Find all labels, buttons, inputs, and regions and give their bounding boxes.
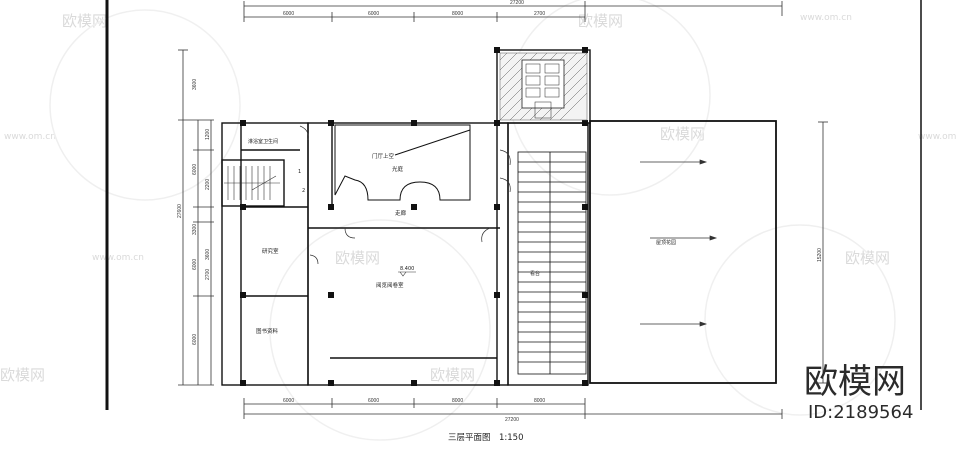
stair-mark-1: 1 xyxy=(298,169,301,175)
dim-bottom-total: 27200 xyxy=(505,417,519,423)
dim-bottom-2: 6000 xyxy=(368,398,379,404)
watermark-logo: 欧模网 xyxy=(62,12,107,30)
dimension-top xyxy=(243,1,783,22)
room-reading: 阅览阅卷室 xyxy=(376,281,404,289)
dim-left-outer-1: 3600 xyxy=(192,79,198,90)
room-terrace: 屋顶花园 xyxy=(656,239,676,246)
dim-bottom-3: 8000 xyxy=(452,398,463,404)
watermark-logo: 欧模网 xyxy=(430,366,475,384)
dim-top-2: 6000 xyxy=(368,11,379,17)
toilet-tower xyxy=(499,52,588,121)
dim-bottom-4: 8000 xyxy=(534,398,545,404)
dim-top-3: 8000 xyxy=(452,11,463,17)
brand-logo-text: 欧模网 xyxy=(804,362,906,402)
room-shower: 淋浴室卫生间 xyxy=(248,138,278,145)
watermark-url: www.om.cn xyxy=(918,132,956,142)
room-corridor: 走廊 xyxy=(395,209,407,217)
dim-top-4: 2700 xyxy=(534,11,545,17)
left-stair xyxy=(224,166,280,200)
dim-top-1: 6000 xyxy=(283,11,294,17)
drawing-title: 三层平面图 xyxy=(448,433,491,443)
watermark-logo: 欧模网 xyxy=(335,249,380,267)
walls xyxy=(221,49,777,386)
elevation-label: 8.400 xyxy=(400,266,414,272)
dim-left-inner-2: 2200 xyxy=(205,179,211,190)
room-atrium-sub: 光庭 xyxy=(392,165,404,173)
dimension-left xyxy=(178,49,214,386)
dim-left-outer-5: 6000 xyxy=(192,334,198,345)
room-stand: 看台 xyxy=(530,270,540,277)
dim-left-inner-3: 3600 xyxy=(205,249,211,260)
atrium-void xyxy=(334,124,471,201)
watermark-layer: 欧模网 欧模网 www.om.cn www.om.cn 欧模网 www.om.c… xyxy=(0,0,956,441)
watermark-logo: 欧模网 xyxy=(660,125,705,143)
watermark-url: www.om.cn xyxy=(4,132,56,142)
dim-right: 15200 xyxy=(817,248,823,262)
columns xyxy=(240,47,588,386)
room-study: 研究室 xyxy=(262,247,279,255)
watermark-url: www.om.cn xyxy=(800,13,852,23)
dim-top-total: 27200 xyxy=(510,0,524,6)
dim-left-total: 27600 xyxy=(177,204,183,218)
watermark-logo: 欧模网 xyxy=(0,366,45,384)
dim-bottom-1: 6000 xyxy=(283,398,294,404)
terrace-arrows xyxy=(640,159,718,327)
dimension-bottom xyxy=(243,398,783,419)
dim-left-inner-4: 2700 xyxy=(205,269,211,280)
room-archive: 图书资料 xyxy=(256,327,279,335)
doors xyxy=(299,125,511,265)
drawing-scale: 1:150 xyxy=(499,433,524,443)
dim-left-outer-2: 6000 xyxy=(192,164,198,175)
dimension-right xyxy=(818,121,828,384)
watermark-url: www.om.cn xyxy=(92,253,144,263)
watermark-circle xyxy=(49,9,241,201)
stair-mark-2: 2 xyxy=(302,188,305,194)
stand-rows xyxy=(517,151,587,375)
room-atrium: 门厅上空 xyxy=(372,152,395,160)
dim-left-outer-3: 3300 xyxy=(192,224,198,235)
elevation-marker xyxy=(398,271,416,277)
dim-left-outer-4: 6000 xyxy=(192,259,198,270)
dim-left-inner-1: 1200 xyxy=(205,129,211,140)
watermark-logo: 欧模网 xyxy=(578,12,623,30)
brand-id: ID:2189564 xyxy=(808,402,913,423)
watermark-circle xyxy=(704,224,896,416)
watermark-logo: 欧模网 xyxy=(845,249,890,267)
watermark-circle xyxy=(269,219,491,441)
sheet-border xyxy=(105,0,922,410)
